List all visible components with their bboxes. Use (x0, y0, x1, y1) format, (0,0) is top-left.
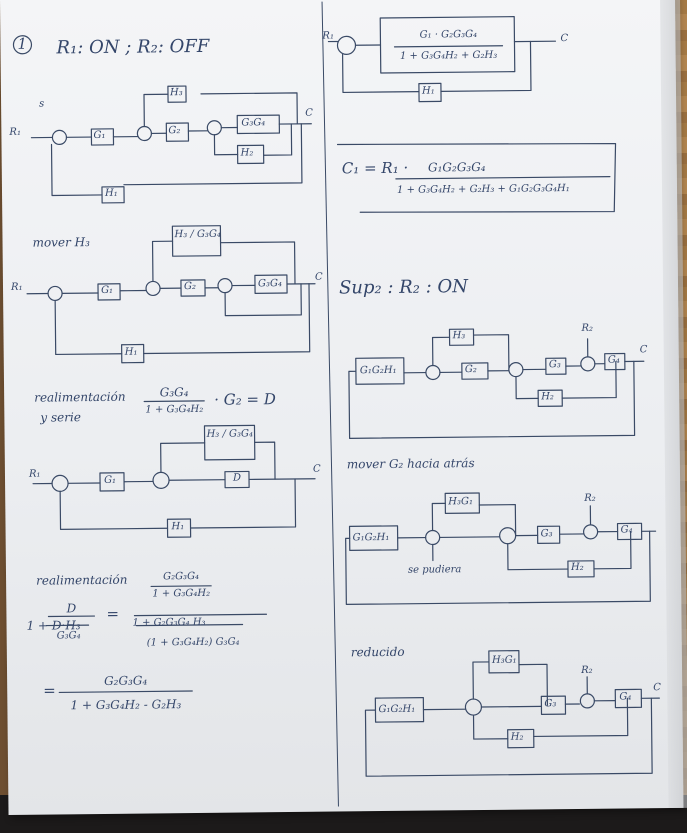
d1-h2: H₂ (240, 147, 254, 159)
handwritten-sheet: 1 R₁: ON ; R₂: OFF R₁ G₁ G₂ G₃G₄ H₃ H₂ H… (0, 0, 687, 815)
d1-s-mark: s (39, 98, 45, 110)
s2-g4: G₄ (607, 354, 620, 366)
circled-number (12, 35, 33, 55)
d1-output: C (305, 107, 313, 119)
column-divider (321, 1, 339, 807)
reducido-title: reducido (350, 644, 405, 660)
d2-g2: G₂ (183, 280, 197, 293)
s2-g1g2h1: G₁G₂H₁ (359, 364, 397, 377)
eq-left-den-b: G₃G₄ (56, 630, 81, 642)
fraction-line-eq-mid-den (135, 623, 244, 627)
diagram-1 (30, 85, 312, 204)
d2-g3g4: G₃G₄ (257, 278, 283, 290)
r-g4: G₄ (619, 691, 632, 703)
d-times-g2: · G₂ = D (214, 390, 276, 409)
r-h2: H₂ (510, 731, 524, 743)
d2-h1: H₁ (124, 346, 138, 358)
d3-h3-over-g3g4: H₃ / G₃G₄ (206, 428, 254, 440)
s2-h3: H₃ (452, 330, 466, 342)
r1-den: 1 + G₃G₄H₂ (152, 587, 211, 600)
m-h2: H₂ (570, 561, 584, 574)
diagram-sup2 (348, 328, 645, 439)
tr-num: G₁ · G₂G₃G₄ (419, 29, 478, 41)
eq-left-num: D (66, 601, 77, 616)
d1-g1: G₁ (93, 129, 106, 142)
se-pudiera-note: se pudiera (407, 564, 462, 576)
c1-label: C₁ = R₁ · (341, 158, 409, 178)
tr-output: C (560, 33, 569, 45)
fraction-line-eq2 (58, 690, 193, 694)
tr-input-label: R₁ (322, 30, 334, 42)
d2-g1: G₁ (100, 284, 114, 296)
sup2-title: Sup₂ : R₂ : ON (338, 276, 469, 299)
m-h3g1: H₃G₁ (448, 496, 474, 508)
s2-output: C (639, 344, 648, 356)
s2-h2: H₂ (541, 391, 554, 403)
d2-output: C (314, 271, 323, 283)
diagram-reduced (364, 650, 660, 777)
r-r2: R₂ (580, 664, 593, 676)
mover-g2-title: mover G₂ hacia atrás (346, 456, 475, 472)
d-denominator: 1 + G₃G₄H₂ (145, 403, 204, 416)
r-g3: G₃ (544, 698, 557, 710)
m-g3: G₃ (540, 528, 553, 540)
c1-den: 1 + G₃G₄H₂ + G₂H₃ + G₁G₂G₃G₄H₁ (396, 183, 570, 196)
diagram-top-right (327, 16, 557, 103)
c1-box (336, 142, 617, 213)
tr-h1: H₁ (421, 85, 435, 97)
s2-r2: R₂ (581, 322, 594, 334)
s2-g2: G₂ (464, 364, 477, 376)
s2-g3: G₃ (548, 359, 561, 371)
realimentacion-serie-2: y serie (40, 410, 81, 425)
eq2-den: 1 + G₃G₄H₂ - G₂H₃ (70, 697, 182, 713)
r-h3g1: H₃G₁ (491, 654, 517, 666)
d3-d: D (232, 472, 242, 484)
d1-g3g4: G₃G₄ (241, 117, 266, 129)
r1-num: G₂G₃G₄ (162, 570, 200, 583)
eq2-num: G₂G₃G₄ (103, 673, 148, 688)
case-number: 1 (17, 34, 28, 53)
d2-h3-over-g3g4: H₃ / G₃G₄ (174, 228, 221, 241)
d3-h1: H₁ (171, 521, 185, 533)
eq-equals-2: = (43, 681, 56, 700)
c1-num: G₁G₂G₃G₄ (427, 159, 486, 175)
d1-h1: H₁ (104, 187, 118, 199)
realimentacion-serie-1: realimentación (34, 389, 126, 405)
fraction-line-d (143, 400, 205, 403)
eq-equals-1: = (106, 604, 120, 623)
d3-g1: G₁ (103, 474, 117, 486)
d1-h3: H₃ (169, 87, 183, 99)
m-g1g2h1: G₁G₂H₁ (352, 531, 390, 544)
d1-input-label: R₁ (9, 126, 21, 138)
d3-input-label: R₁ (28, 468, 41, 480)
d3-output: C (312, 463, 321, 475)
diagram-2 (26, 225, 316, 364)
d-numerator: G₃G₄ (159, 385, 189, 400)
diagram-move-g2 (345, 492, 657, 606)
diagram-3 (32, 424, 316, 538)
d2-input-label: R₁ (10, 281, 23, 293)
mover-h3-title: mover H₃ (32, 235, 90, 250)
r-output: C (653, 682, 661, 694)
realimentacion-label: realimentación (36, 572, 128, 588)
eq-mid-den-b: (1 + G₃G₄H₂) G₃G₄ (146, 636, 240, 649)
tr-den: 1 + G₃G₄H₂ + G₂H₃ (399, 49, 498, 62)
case1-title: R₁: ON ; R₂: OFF (56, 35, 210, 59)
m-g4: G₄ (620, 524, 633, 536)
eq-mid-den-a: 1 + G₂G₃G₄ H₃ (132, 616, 206, 629)
r-g1g2h1: G₁G₂H₁ (378, 703, 416, 716)
fraction-line-eq-mid (133, 613, 268, 617)
ink-drawing (12, 1, 660, 807)
m-r2: R₂ (584, 492, 596, 504)
fraction-line-r1 (150, 585, 212, 588)
d1-g2: G₂ (168, 125, 181, 137)
